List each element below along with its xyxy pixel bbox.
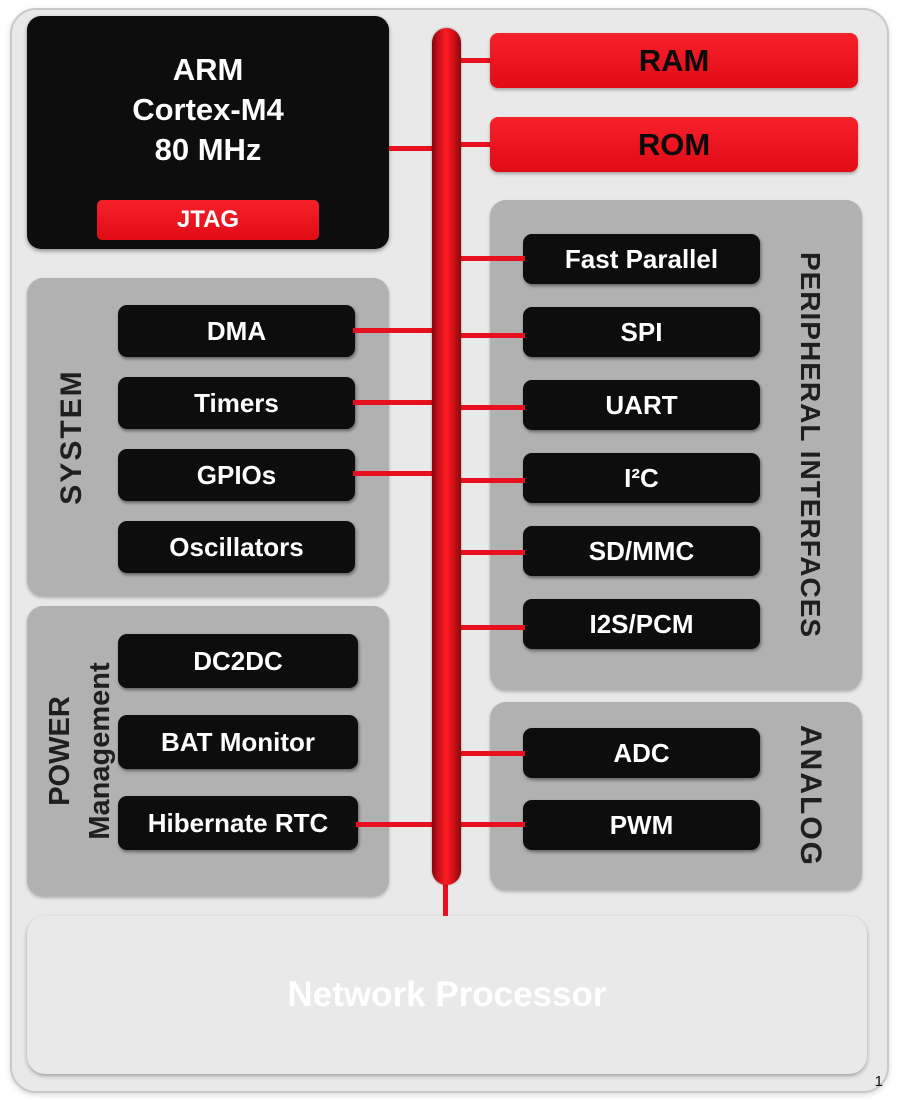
power-label-line2: Management [84,662,116,840]
connector-ram-line [458,58,492,63]
cpu-title-line1: ARM [172,52,244,87]
cpu-title: ARM Cortex-M4 80 MHz [27,50,389,170]
block-dma: DMA [118,305,355,357]
page-number: 1 [874,1073,883,1090]
rom-block: ROM [490,117,858,172]
block-fast-parallel: Fast Parallel [523,234,760,284]
analog-group: ADC PWM ANALOG [490,702,862,890]
cpu-title-line3: 80 MHz [154,132,262,167]
connector-rom-line [458,142,492,147]
connector-gpios-line [353,471,434,476]
block-timers: Timers [118,377,355,429]
connector-fast-parallel-line [458,256,525,261]
system-label: SYSTEM [55,369,88,505]
connector-uart-line [458,405,525,410]
block-bat-monitor: BAT Monitor [118,715,358,769]
connector-hibernate-rtc-line [356,822,434,827]
ram-block: RAM [490,33,858,88]
connector-i2c-line [458,478,525,483]
network-processor-block: Network Processor [27,916,867,1074]
block-gpios: GPIOs [118,449,355,501]
cpu-block: ARM Cortex-M4 80 MHz JTAG [27,16,389,249]
connector-network-processor-line [443,884,448,916]
block-dc2dc: DC2DC [118,634,358,688]
connector-i2spcm-line [458,625,525,630]
connector-timers-line [353,400,434,405]
block-uart: UART [523,380,760,430]
connector-dma-line [353,328,434,333]
connector-sdmmc-line [458,550,525,555]
block-oscillators: Oscillators [118,521,355,573]
system-bus [432,28,461,885]
analog-items: ADC PWM [523,728,760,850]
block-sd-mmc: SD/MMC [523,526,760,576]
connector-pwm-line [458,822,525,827]
connector-adc-line [458,751,525,756]
peripheral-interfaces-label: PERIPHERAL INTERFACES [795,251,826,639]
block-adc: ADC [523,728,760,778]
power-label-line1: POWER [44,696,76,806]
block-pwm: PWM [523,800,760,850]
connector-cpu-line [389,146,433,151]
connector-spi-line [458,333,525,338]
cpu-title-line2: Cortex-M4 [132,92,284,127]
block-i2s-pcm: I2S/PCM [523,599,760,649]
block-hibernate-rtc: Hibernate RTC [118,796,358,850]
jtag-block: JTAG [97,200,319,240]
block-i-c: I²C [523,453,760,503]
analog-label: ANALOG [794,725,827,867]
power-management-label: POWER Management [38,606,122,896]
block-spi: SPI [523,307,760,357]
